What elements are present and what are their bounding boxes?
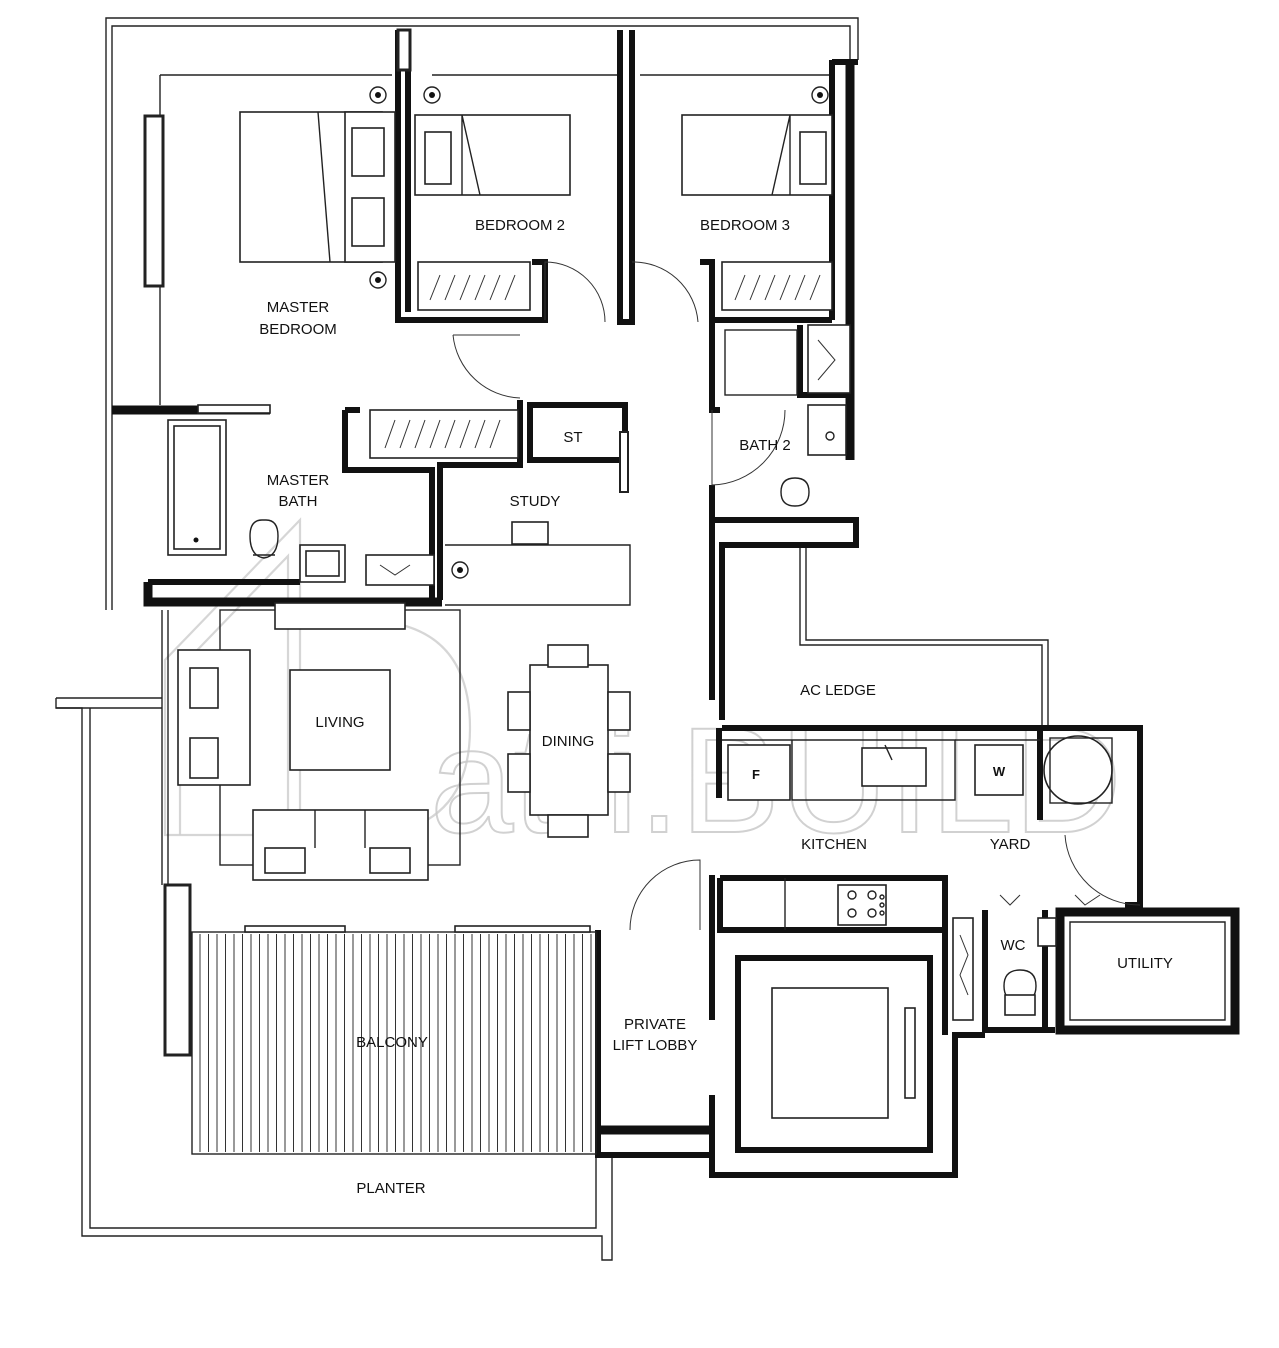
bedroom3-bed <box>681 114 833 311</box>
label-master-bath-1: MASTER <box>267 472 330 489</box>
walls <box>112 28 1240 1178</box>
doors <box>452 261 1141 931</box>
label-wc: WC <box>1001 937 1026 954</box>
label-kitchen: KITCHEN <box>801 836 867 853</box>
wc-fixtures <box>1003 917 1057 1016</box>
label-yard: YARD <box>990 836 1031 853</box>
column-markers <box>369 86 829 579</box>
label-private-lift-lobby-1: PRIVATE <box>624 1016 686 1033</box>
room-labels: MASTER BEDROOM BEDROOM 2 BEDROOM 3 MASTE… <box>259 217 1173 1197</box>
label-private-lift-lobby-2: LIFT LOBBY <box>613 1037 698 1054</box>
label-bath-2: BATH 2 <box>739 437 790 454</box>
bath2-fixtures <box>724 324 851 507</box>
label-living: LIVING <box>315 714 364 731</box>
label-bedroom-2: BEDROOM 2 <box>475 217 565 234</box>
label-balcony: BALCONY <box>356 1034 428 1051</box>
label-ac-ledge: AC LEDGE <box>800 682 876 699</box>
balcony-decking <box>191 925 597 1155</box>
label-master-bedroom-1: MASTER <box>267 299 330 316</box>
label-master-bath-2: BATH <box>279 493 318 510</box>
bedroom2-bed <box>414 114 571 311</box>
label-store: ST <box>563 429 582 446</box>
label-fridge: F <box>752 767 760 782</box>
label-utility: UTILITY <box>1117 955 1173 972</box>
label-planter: PLANTER <box>356 1180 425 1197</box>
dining-furniture <box>507 644 631 838</box>
label-dining: DINING <box>542 733 595 750</box>
label-master-bedroom-2: BEDROOM <box>259 321 337 338</box>
master-bed <box>239 111 396 263</box>
living-furniture <box>177 602 461 881</box>
label-washer: W <box>993 764 1006 779</box>
label-study: STUDY <box>510 493 561 510</box>
wardrobe-study <box>369 409 629 545</box>
master-bath-fixtures <box>167 404 435 586</box>
label-bedroom-3: BEDROOM 3 <box>700 217 790 234</box>
kitchen-fixtures <box>716 728 1113 1021</box>
outer-ledges <box>55 17 1049 1261</box>
